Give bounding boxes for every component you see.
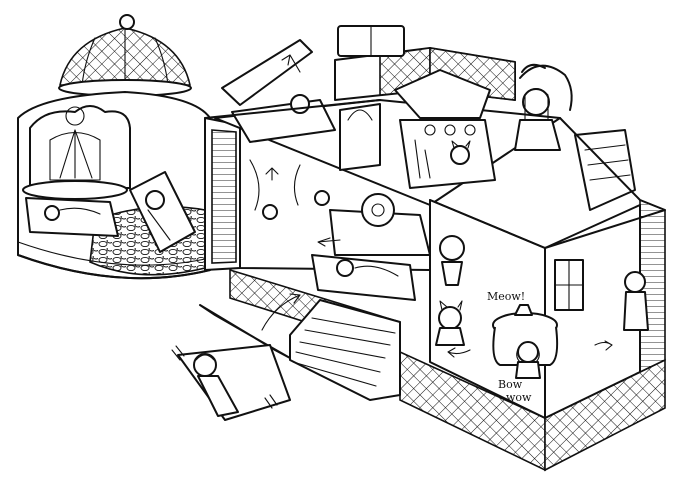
bed-base (22, 180, 128, 200)
dog-body (515, 361, 541, 379)
teapot (514, 304, 533, 316)
side-doll-head (624, 271, 646, 293)
standing-box (129, 171, 196, 253)
trapdoor-doll-body (197, 375, 239, 417)
canopy-bed-headboard (29, 105, 131, 189)
fringe-rug (171, 345, 278, 409)
middle-doll-head (262, 204, 278, 220)
stove (399, 119, 496, 189)
curved-arrow-left (447, 347, 471, 358)
drawer-doll-head (336, 259, 354, 277)
dog-sound-label-line2: wow (506, 391, 532, 404)
trapdoor-doll-head (193, 353, 217, 377)
trapdoor-panel (171, 293, 301, 421)
kitten-attic (450, 145, 470, 165)
dome-finial (119, 14, 135, 30)
drawer-bed (25, 197, 119, 237)
ground-floor: Meow! Bow wow (435, 271, 649, 404)
arrow-sofa (317, 237, 341, 247)
trapdoor-lid (199, 304, 291, 359)
round-tower (17, 14, 211, 280)
attic-cabinet (339, 103, 381, 171)
curved-arrow-right (594, 340, 613, 351)
dog-head (517, 341, 539, 363)
side-doll-body (623, 291, 649, 331)
flower-vase (441, 261, 463, 286)
middle-doll-head-2 (314, 190, 330, 206)
box-doll-head (145, 190, 165, 210)
attic-doll-head (290, 94, 310, 114)
flower-bouquet (439, 235, 465, 261)
cat-body (435, 327, 465, 346)
open-chest (394, 69, 491, 119)
middle-floor (249, 159, 465, 301)
arrow-middle (265, 167, 279, 181)
plant-leaves (519, 64, 573, 111)
front-stairs (289, 299, 401, 401)
sofa-clock (361, 193, 395, 227)
curved-arrow-up (261, 293, 301, 331)
roof-edge (204, 99, 666, 249)
cat-sound-label: Meow! (487, 290, 525, 303)
girl-doll-body (514, 119, 561, 151)
dog-sound-label-line1: Bow (498, 378, 523, 391)
doll-head (44, 205, 60, 221)
arrow-attic (281, 54, 301, 73)
